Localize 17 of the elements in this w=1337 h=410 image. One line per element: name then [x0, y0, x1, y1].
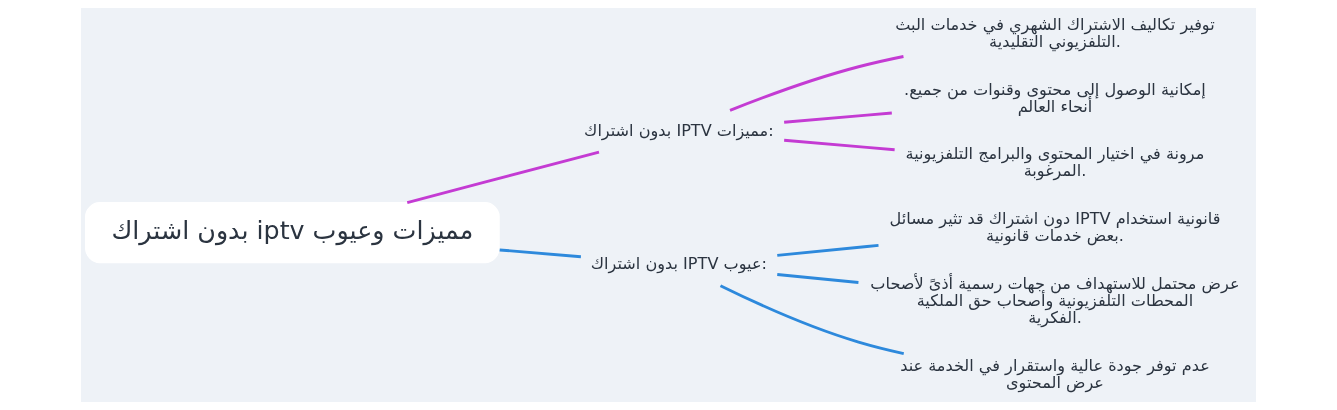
- node-text: عدم توفر جودة عالية واستقرار في الخدمة عند عرض المحتوى: [900, 356, 1210, 393]
- node-text: بدون اشتراك IPTV عيوب:: [590, 254, 767, 274]
- connector: [729, 55, 904, 112]
- connector: [499, 248, 581, 259]
- connector: [784, 111, 892, 124]
- node-text: مرونة في اختيار المحتوى والبرامج التلفزيونية المرغوبة.: [905, 144, 1205, 181]
- node-box: بدون اشتراك iptv مميزات وعيوب: [85, 202, 500, 264]
- node-text: دون اشتراك قد تثير مسائل IPTV قانونية استخدام بعض خدمات قانونية.: [889, 208, 1221, 245]
- connector: [784, 138, 895, 152]
- node-text: توفير تكاليف الاشتراك الشهري في خدمات البث التلفزيوني التقليدية.: [895, 15, 1215, 52]
- connector: [777, 273, 859, 284]
- connector: [406, 150, 600, 205]
- connector: [719, 284, 905, 355]
- node-text: عرض محتمل للاستهداف من جهات رسمية أذىً لأصحاب المحطات التلفزيونية وأصحاب حق الملكية الفكرية.: [870, 273, 1240, 328]
- node-text: .إمكانية الوصول إلى محتوى وقنوات من جميع أنحاء العالم: [904, 79, 1206, 116]
- node-text: بدون اشتراك IPTV مميزات:: [584, 120, 774, 140]
- connector: [777, 243, 879, 257]
